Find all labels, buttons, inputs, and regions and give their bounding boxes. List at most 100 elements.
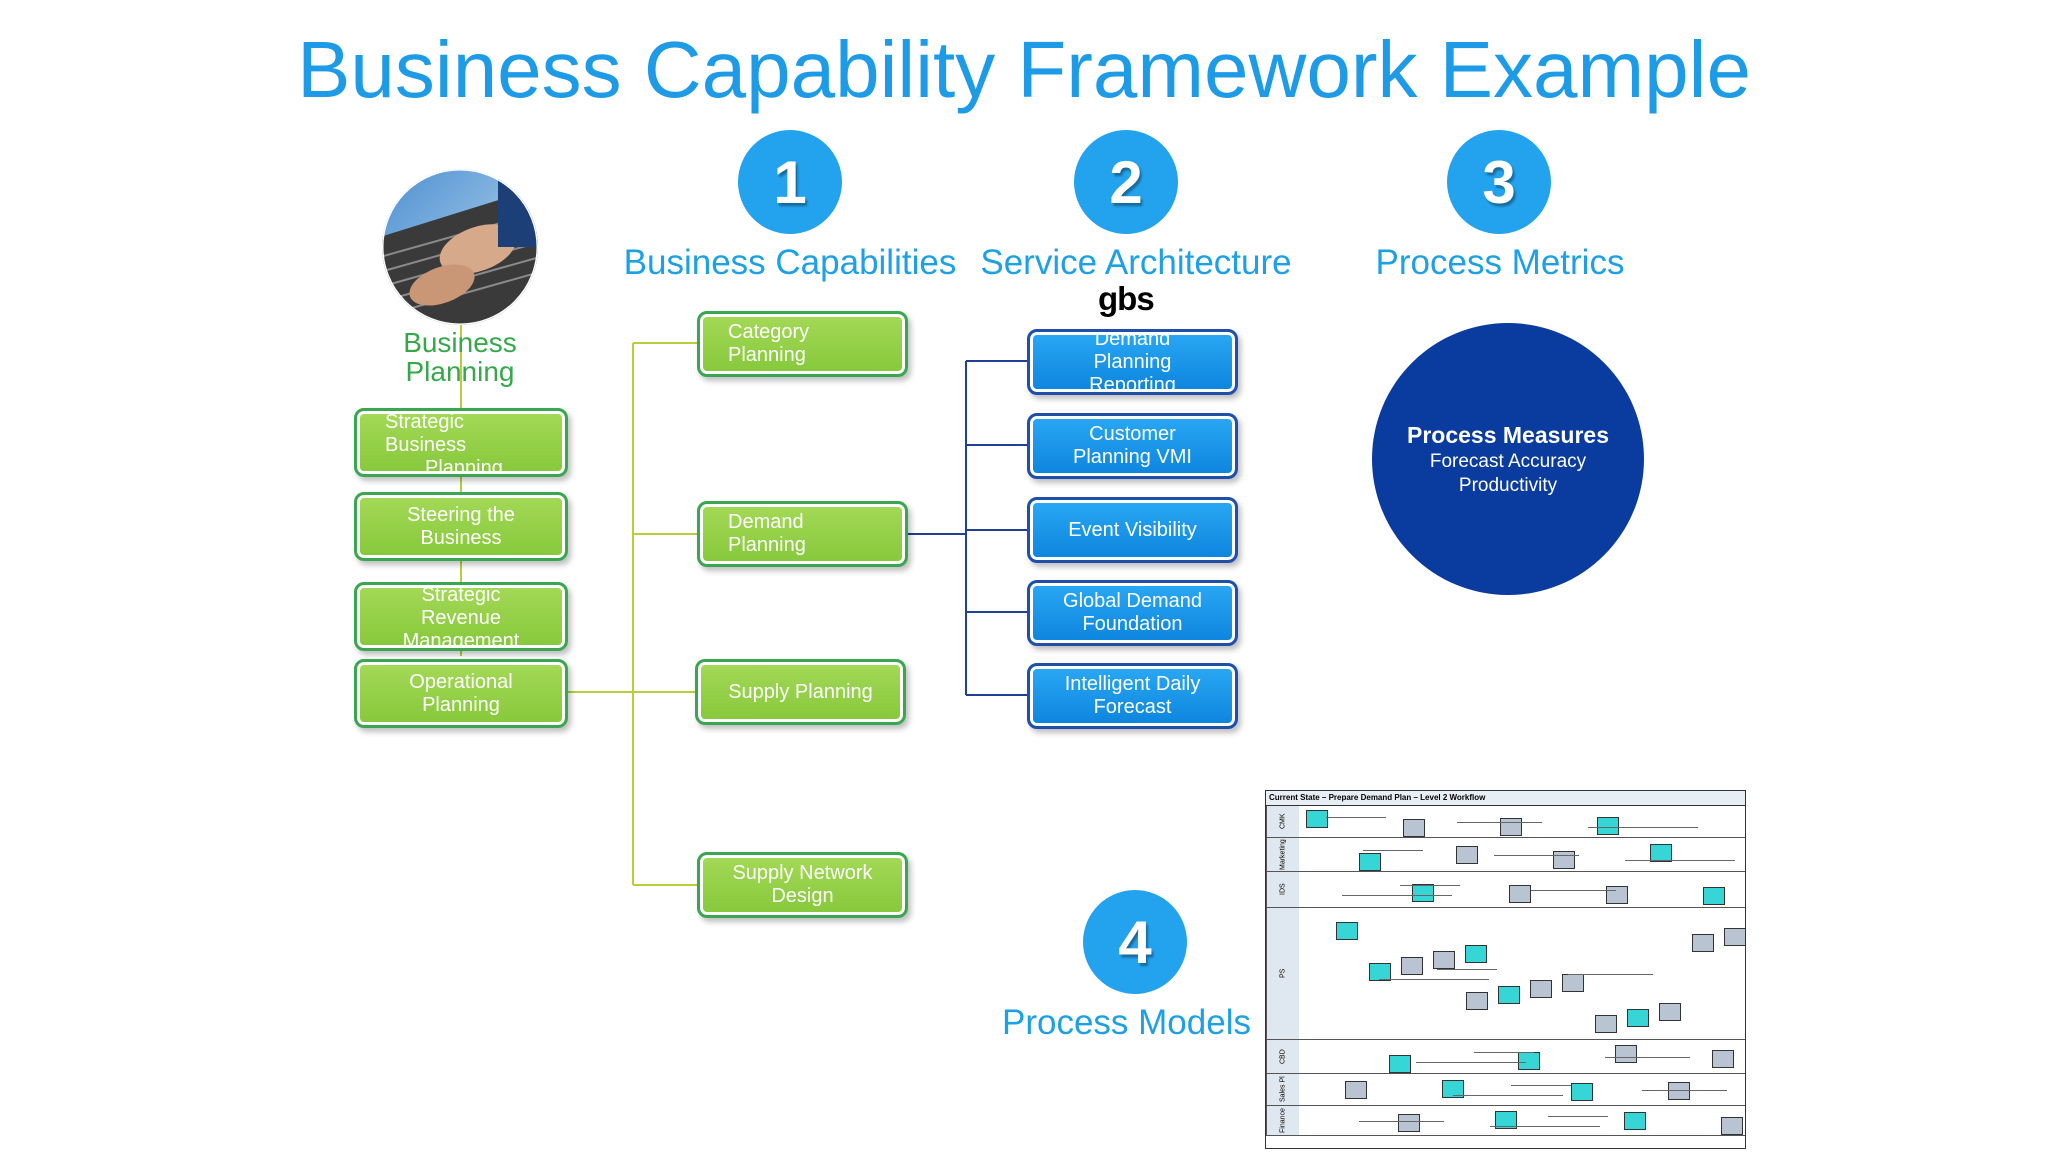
bp-item-line: Planning	[422, 693, 500, 716]
workflow-lane-label: CMK	[1266, 806, 1299, 837]
process-measures-heading: Process Measures	[1406, 421, 1609, 448]
step-1-circle: 1	[738, 130, 842, 234]
service-line: Customer	[1089, 423, 1176, 445]
capability-line: Design	[771, 885, 834, 907]
workflow-step-box	[1509, 885, 1531, 903]
workflow-step-box	[1306, 810, 1328, 828]
workflow-connector	[1457, 822, 1542, 823]
workflow-connector	[1342, 895, 1452, 896]
workflow-connector	[1588, 827, 1698, 828]
workflow-connector	[1605, 1057, 1690, 1058]
bp-item-steering-the-business[interactable]: Steering the Business	[354, 492, 568, 561]
service-line: Forecast	[1093, 696, 1172, 718]
workflow-connector	[1437, 969, 1497, 970]
bp-item-strategic-business-planning[interactable]: Strategic Business Planning	[354, 408, 568, 477]
service-line: Foundation	[1082, 613, 1183, 635]
workflow-connector	[1490, 1126, 1600, 1127]
workflow-connector	[1548, 1116, 1608, 1117]
service-event-visibility[interactable]: Event Visibility	[1027, 497, 1238, 563]
workflow-step-box	[1498, 986, 1520, 1004]
gbs-logo-text: gbs	[1098, 280, 1155, 317]
service-customer-planning-vmi[interactable]: Customer Planning VMI	[1027, 413, 1238, 479]
workflow-step-box	[1466, 992, 1488, 1010]
workflow-step-box	[1465, 945, 1487, 963]
workflow-step-box	[1500, 818, 1522, 836]
workflow-step-box	[1530, 980, 1552, 998]
capability-line: Planning	[728, 344, 806, 366]
capability-supply-planning[interactable]: Supply Planning	[695, 659, 906, 725]
workflow-lane-label: IDS	[1266, 872, 1299, 907]
bp-item-line: Management	[402, 630, 520, 651]
workflow-step-box	[1495, 1111, 1517, 1129]
workflow-step-box	[1562, 974, 1584, 992]
workflow-step-box	[1571, 1083, 1593, 1101]
bp-item-strategic-revenue-management[interactable]: Strategic Revenue Management	[354, 582, 568, 651]
workflow-step-box	[1692, 934, 1714, 952]
workflow-connector	[1642, 1090, 1727, 1091]
capability-supply-network-design[interactable]: Supply Network Design	[697, 852, 908, 918]
capability-line: Demand	[728, 511, 804, 533]
workflow-connector	[1531, 890, 1616, 891]
column-heading-business-capabilities: Business Capabilities	[623, 243, 957, 282]
bp-item-line: Operational	[409, 670, 513, 693]
step-2-circle: 2	[1074, 130, 1178, 234]
workflow-step-box	[1359, 853, 1381, 871]
capability-demand-planning[interactable]: Demand Planning	[697, 501, 908, 567]
workflow-connector	[1326, 817, 1386, 818]
workflow-lane-label: CBD	[1266, 1040, 1299, 1073]
workflow-connector	[1379, 979, 1489, 980]
column-heading-process-metrics: Process Metrics	[1375, 243, 1625, 282]
service-line: Planning	[1093, 350, 1172, 373]
workflow-connector	[1400, 885, 1460, 886]
workflow-step-box	[1442, 1080, 1464, 1098]
workflow-step-box	[1712, 1050, 1734, 1068]
service-intelligent-daily-forecast[interactable]: Intelligent Daily Forecast	[1027, 663, 1238, 729]
service-line: Intelligent Daily	[1064, 673, 1201, 695]
workflow-lane: Marketing	[1266, 838, 1745, 872]
workflow-step-box	[1456, 846, 1478, 864]
workflow-lane: CMK	[1266, 806, 1745, 838]
business-planning-label: Business Planning	[360, 328, 560, 386]
workflow-step-box	[1369, 963, 1391, 981]
service-line: Reporting	[1089, 373, 1176, 395]
metric-productivity: Productivity	[1458, 474, 1558, 496]
workflow-connector	[1363, 850, 1423, 851]
bp-item-line: Planning	[425, 457, 503, 477]
workflow-connector	[1494, 855, 1579, 856]
workflow-lane: IDS	[1266, 872, 1745, 908]
workflow-lane-label: Sales Pl	[1266, 1074, 1299, 1105]
workflow-step-box	[1595, 1015, 1617, 1033]
workflow-lane: PS	[1266, 908, 1745, 1040]
capability-category-planning[interactable]: Category Planning	[697, 311, 908, 377]
bp-item-line: Business	[385, 434, 467, 456]
bp-item-line: Strategic	[421, 584, 501, 606]
service-demand-planning-reporting[interactable]: Demand Planning Reporting	[1027, 329, 1238, 395]
bp-item-operational-planning[interactable]: Operational Planning	[354, 659, 568, 728]
workflow-step-box	[1389, 1055, 1411, 1073]
page-title: Business Capability Framework Example	[297, 25, 1751, 114]
workflow-step-box	[1518, 1052, 1540, 1070]
service-line: Global Demand	[1063, 590, 1202, 612]
service-line: Planning VMI	[1073, 446, 1192, 468]
capability-line: Planning	[728, 534, 806, 556]
workflow-step-box	[1433, 951, 1455, 969]
workflow-step-box	[1724, 928, 1745, 946]
workflow-step-box	[1624, 1112, 1646, 1130]
workflow-step-box	[1398, 1114, 1420, 1132]
service-global-demand-foundation[interactable]: Global Demand Foundation	[1027, 580, 1238, 646]
workflow-step-box	[1668, 1082, 1690, 1100]
step-4-circle: 4	[1083, 890, 1187, 994]
workflow-step-box	[1615, 1045, 1637, 1063]
workflow-step-box	[1659, 1003, 1681, 1021]
workflow-lane: Sales Pl	[1266, 1074, 1745, 1106]
workflow-connector	[1474, 1052, 1534, 1053]
workflow-step-box	[1627, 1009, 1649, 1027]
bp-item-line: Steering the	[407, 503, 515, 526]
business-planning-label-line2: Planning	[405, 356, 515, 387]
capability-line: Supply Planning	[728, 680, 873, 703]
process-model-workflow-thumbnail: Current State – Prepare Demand Plan – Le…	[1265, 790, 1746, 1149]
workflow-step-box	[1345, 1081, 1367, 1099]
bp-item-line: Strategic	[385, 411, 464, 433]
